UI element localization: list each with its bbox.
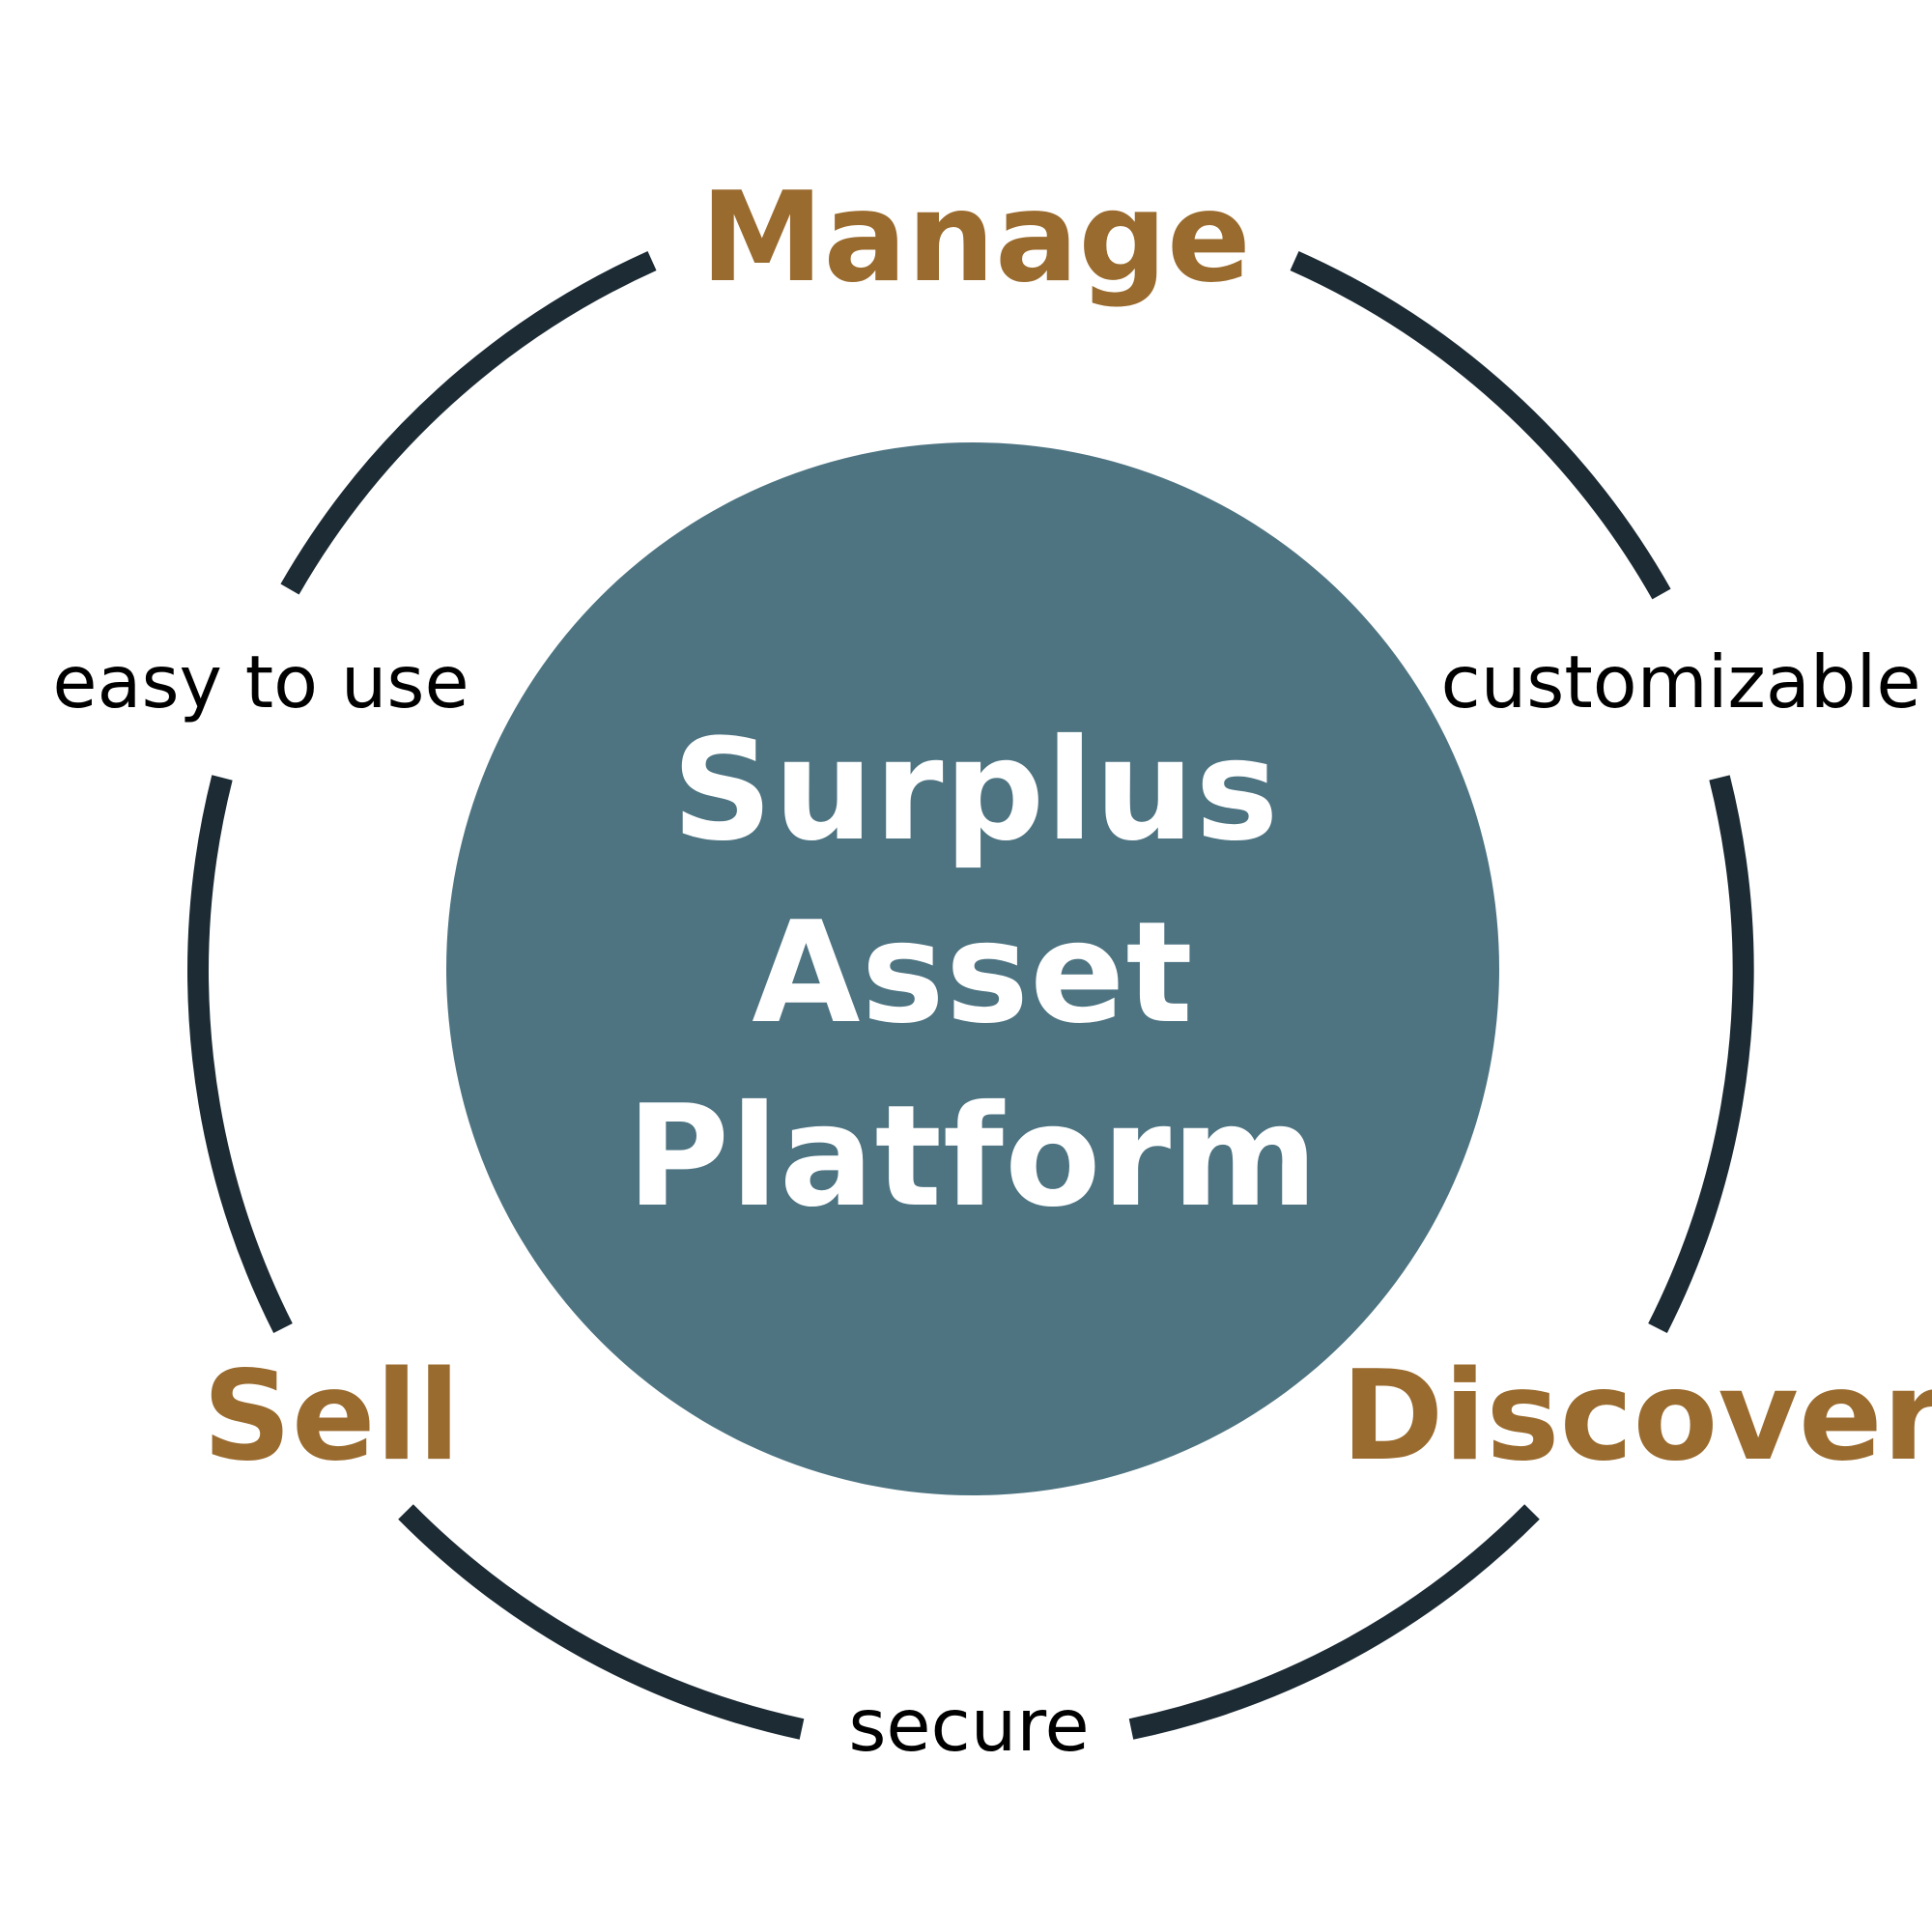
center-circle bbox=[446, 442, 1499, 1495]
ring-arc-discover-to-secure bbox=[1128, 1504, 1540, 1740]
stage-labels: Manage Discover Sell bbox=[203, 166, 1932, 1489]
outer-ring bbox=[187, 250, 1754, 1740]
stage-label-manage: Manage bbox=[700, 166, 1251, 310]
stage-label-sell: Sell bbox=[203, 1345, 461, 1489]
quality-label-easy-to-use: easy to use bbox=[52, 639, 469, 724]
quality-labels: easy to use customizable secure bbox=[52, 639, 1920, 1768]
ring-arc-customizable-to-discover bbox=[1648, 775, 1754, 1333]
center-title: Surplus Asset Platform bbox=[627, 709, 1319, 1238]
center-title-line-2: Asset bbox=[752, 892, 1194, 1055]
quality-label-customizable: customizable bbox=[1441, 639, 1921, 724]
ring-arc-sell-to-easy bbox=[187, 775, 293, 1333]
center-title-line-3: Platform bbox=[627, 1075, 1319, 1238]
stage-label-discover: Discover bbox=[1341, 1345, 1932, 1489]
ring-arc-secure-to-sell bbox=[398, 1504, 805, 1740]
ring-arc-manage-to-customizable bbox=[1290, 250, 1671, 600]
ring-arc-easy-to-manage bbox=[280, 250, 657, 595]
quality-label-secure: secure bbox=[848, 1683, 1089, 1768]
center-title-line-1: Surplus bbox=[671, 709, 1279, 872]
